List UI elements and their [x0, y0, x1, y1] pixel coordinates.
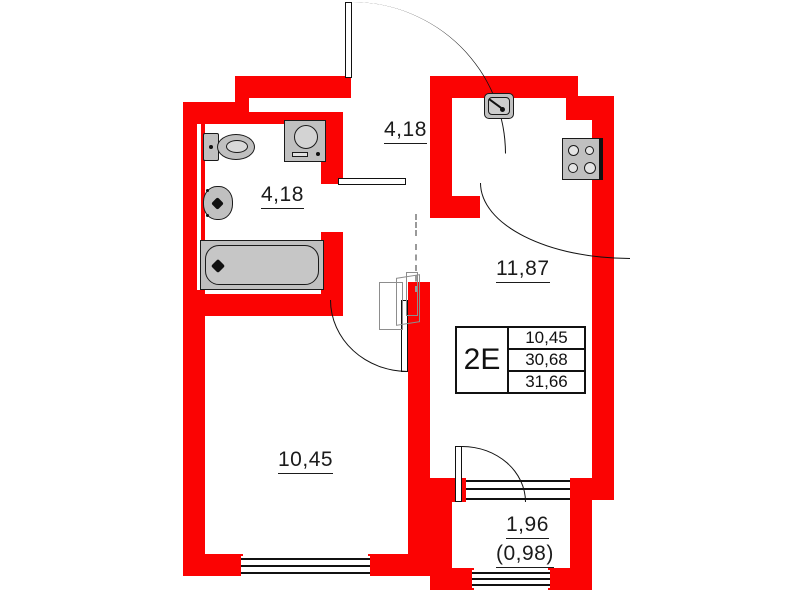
- washing-machine-dot-icon: [316, 152, 320, 156]
- cooktop-edge-bar-icon: [599, 138, 603, 180]
- bathroom-door-leaf[interactable]: [338, 178, 406, 185]
- sliding-partition-panel-3[interactable]: [406, 272, 418, 316]
- kitchen-sink-drain-icon: [500, 107, 505, 112]
- cooktop-burner-tr-icon: [585, 146, 594, 155]
- area-living: 10,45: [509, 328, 584, 350]
- wall-balcony-bottom-right: [548, 568, 592, 590]
- washing-machine-drum-icon: [294, 125, 318, 149]
- wall-kitchen-divider-horizontal: [430, 196, 480, 218]
- opening-dashed-marker-upper: [415, 214, 417, 236]
- wall-balcony-bottom-left: [430, 568, 474, 590]
- wall-top-kitchen: [478, 76, 578, 98]
- room-label-hallway: 4,18: [384, 118, 427, 144]
- window-living-room: [241, 556, 370, 576]
- room-label-bathroom: 4,18: [261, 183, 304, 209]
- toilet-flush-dot-icon: [209, 145, 213, 149]
- cooktop-burner-bl-icon: [568, 163, 578, 173]
- wall-bathroom-bottom: [183, 294, 343, 316]
- wall-left-inner-slit: [197, 116, 201, 290]
- cooktop-burner-br-icon: [584, 162, 596, 174]
- washbasin-tap-dot-icon: [206, 189, 209, 192]
- room-label-balcony: 1,96: [506, 513, 549, 539]
- room-label-living-room: 10,45: [278, 448, 334, 474]
- cooktop-icon: [562, 138, 602, 180]
- area-total-without-balcony: 30,68: [509, 350, 584, 372]
- window-balcony-bottom: [472, 570, 550, 588]
- area-total-with-balcony: 31,66: [525, 372, 568, 391]
- wall-balcony-left: [430, 500, 452, 590]
- sliding-partition-panel-1[interactable]: [379, 282, 403, 330]
- wall-left-outer: [183, 102, 205, 576]
- washbasin-tap-dot2-icon: [206, 214, 209, 217]
- room-label-kitchen: 11,87: [496, 257, 550, 283]
- toilet-bowl-inner-icon: [226, 140, 248, 153]
- wall-right-outer: [592, 96, 614, 500]
- wall-bottom-living-right: [368, 554, 430, 576]
- balcony-door-swing-arc: [462, 446, 526, 502]
- wall-balcony-right: [570, 500, 592, 590]
- washing-machine-drawer-icon: [292, 152, 308, 157]
- apartment-info-box: 2E 10,45 30,68 31,66: [455, 326, 586, 394]
- wall-top-left-shoulder: [183, 102, 239, 124]
- wall-living-room-right: [408, 294, 430, 576]
- entry-door-swing-arc: [352, 2, 506, 154]
- wall-top-bath-upper: [235, 76, 351, 98]
- opening-dashed-marker-lower: [415, 244, 417, 292]
- wall-bathroom-right-upper: [321, 112, 343, 184]
- cooktop-burner-tl-icon: [568, 145, 579, 156]
- wall-living-room-right-stub-top: [408, 282, 430, 308]
- entry-door-leaf[interactable]: [345, 2, 352, 78]
- wall-bottom-living: [183, 554, 243, 576]
- wall-bathroom-right-lower: [321, 232, 343, 306]
- balcony-door-leaf[interactable]: [455, 446, 462, 502]
- room-label-balcony-coefficient: (0,98): [496, 542, 554, 568]
- apartment-code: 2E: [457, 328, 509, 392]
- bathroom-door-swing-arc: [480, 183, 630, 259]
- wall-right-lower-step: [568, 478, 614, 500]
